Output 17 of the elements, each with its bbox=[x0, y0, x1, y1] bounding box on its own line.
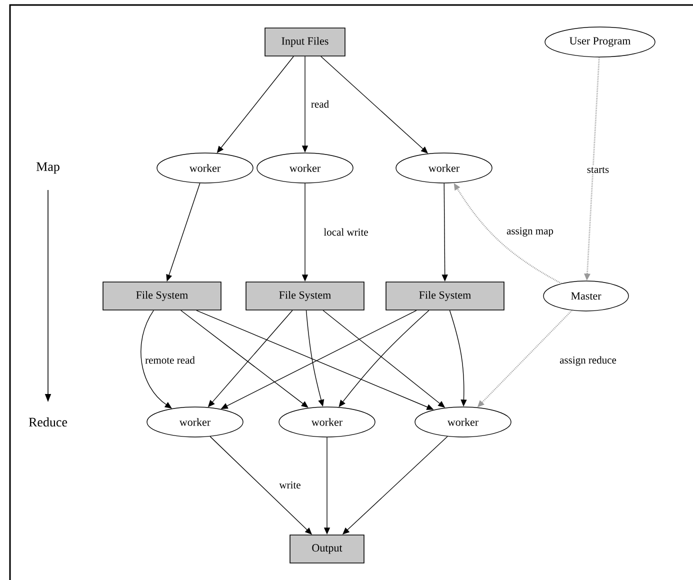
process-box: File System bbox=[246, 282, 364, 310]
edge-label: read bbox=[310, 99, 330, 109]
edge-label: write bbox=[278, 480, 302, 490]
edge-label: starts bbox=[586, 166, 610, 174]
edge-label: remote read bbox=[144, 355, 196, 365]
edge-label: assign reduce bbox=[558, 355, 618, 367]
edge-label: assign map bbox=[506, 226, 554, 238]
stage-label: Map bbox=[36, 162, 60, 174]
process-box: File System bbox=[386, 282, 504, 310]
process-box: Output bbox=[290, 534, 364, 564]
process-box: File System bbox=[102, 282, 222, 310]
arrow bbox=[320, 56, 428, 154]
arrow bbox=[140, 310, 172, 408]
arrow bbox=[180, 310, 308, 408]
edge-label: local write bbox=[322, 227, 370, 237]
process-box: Input Files bbox=[264, 28, 346, 56]
stage-label: Reduce bbox=[28, 417, 68, 427]
